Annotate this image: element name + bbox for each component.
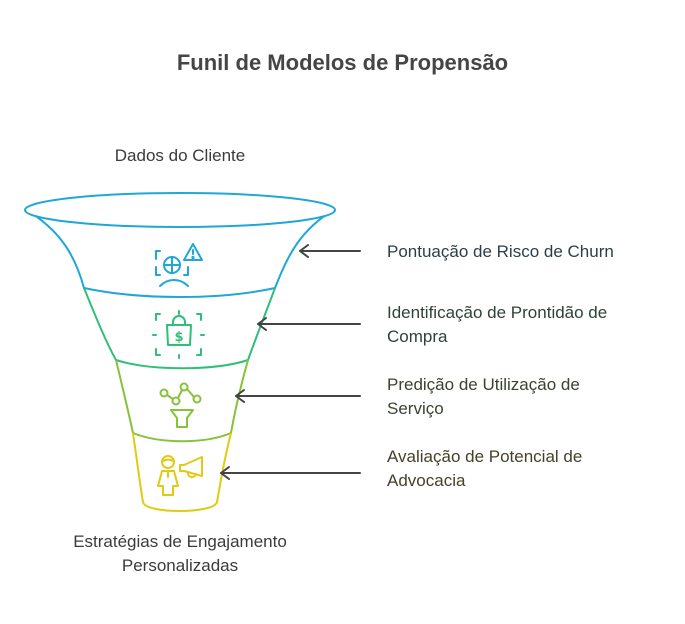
stage-label-line: Compra bbox=[387, 327, 448, 346]
arrow-stage-1 bbox=[299, 244, 361, 258]
funnel-output-label: Estratégias de Engajamento Personalizada… bbox=[30, 530, 330, 578]
stage-label-line: Avaliação de Potencial de bbox=[387, 447, 583, 466]
stage-label-line: Predição de Utilização de bbox=[387, 375, 580, 394]
churn-risk-icon bbox=[155, 243, 203, 287]
funnel-output-label-line: Estratégias de Engajamento bbox=[73, 532, 287, 551]
funnel-stage-3 bbox=[115, 359, 249, 443]
svg-text:$: $ bbox=[174, 330, 183, 345]
arrow-stage-4 bbox=[220, 466, 361, 480]
advocate-megaphone-icon bbox=[157, 455, 203, 496]
stage-label-line: Identificação de Prontidão de bbox=[387, 303, 608, 322]
stage-label-line: Advocacia bbox=[387, 471, 466, 490]
funnel-input-label: Dados do Cliente bbox=[114, 146, 246, 165]
arrow-stage-2 bbox=[257, 317, 361, 331]
arrow-stage-3 bbox=[235, 389, 361, 403]
diagram-title: Funil de Modelos de Propensão bbox=[176, 50, 509, 75]
stage-label-service-usage: Predição de Utilização de Serviço bbox=[387, 373, 677, 421]
funnel-output-label-line: Personalizadas bbox=[121, 556, 239, 575]
stage-label-advocacy-potential: Avaliação de Potencial de Advocacia bbox=[387, 445, 677, 493]
shopping-bag-dollar-icon: $ bbox=[152, 310, 205, 359]
stage-label-line: Serviço bbox=[387, 399, 444, 418]
stage-label-churn-risk: Pontuação de Risco de Churn bbox=[387, 240, 677, 264]
stage-label-purchase-readiness: Identificação de Prontidão de Compra bbox=[387, 301, 677, 349]
funnel-stage-1 bbox=[24, 192, 336, 298]
stage-label-line: Pontuação de Risco de Churn bbox=[387, 242, 614, 261]
usage-prediction-icon bbox=[159, 382, 202, 428]
funnel-stage-2 bbox=[83, 287, 276, 370]
